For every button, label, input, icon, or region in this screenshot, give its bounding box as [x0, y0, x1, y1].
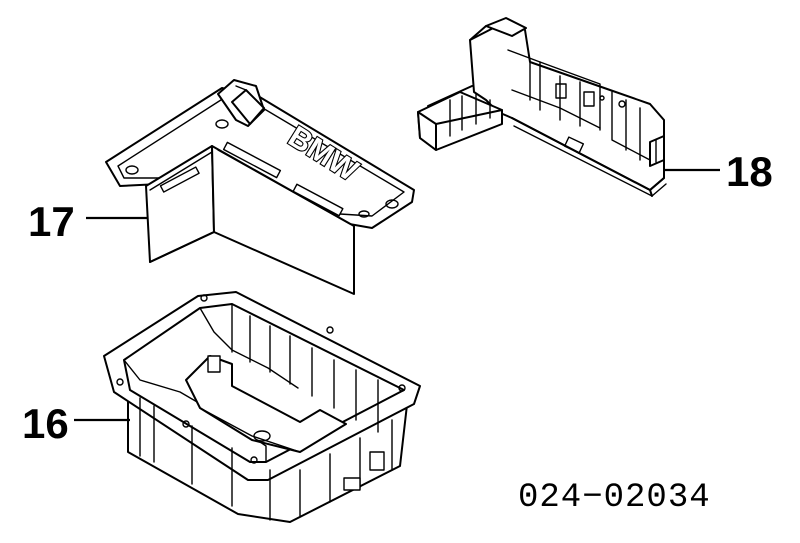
- part-17-cover: BMW: [105, 79, 415, 295]
- svg-text:18: 18: [726, 148, 773, 195]
- part-16-tray: [103, 291, 421, 523]
- part-18-bracket: [417, 17, 667, 197]
- svg-text:17: 17: [28, 198, 75, 245]
- callout-17: 17: [28, 198, 148, 245]
- svg-text:16: 16: [22, 400, 69, 447]
- callout-16: 16: [22, 400, 130, 447]
- diagram-number: 024−02034: [518, 479, 711, 517]
- callout-18: 18: [664, 148, 773, 195]
